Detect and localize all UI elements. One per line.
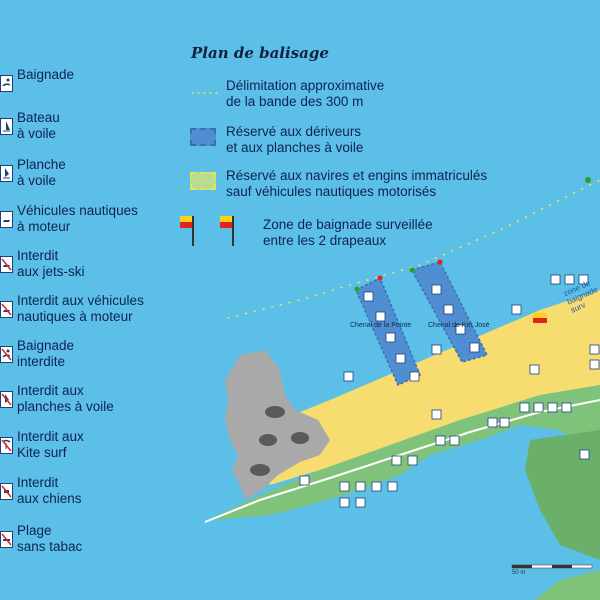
swimmer-icon	[0, 75, 13, 92]
legend-label: Planche à voile	[17, 157, 66, 188]
legend-label: Interdit aux véhicules nautiques à moteu…	[17, 293, 144, 324]
jetski-icon	[0, 211, 13, 228]
no-swimming-icon	[0, 346, 13, 363]
legend-item-no-kitesurf: Interdit aux Kite surf	[0, 429, 175, 469]
vegetation-dark	[525, 430, 600, 560]
sand-beach	[255, 290, 600, 485]
legend-label: Baignade interdite	[17, 338, 75, 369]
legend-title: Plan de balisage	[191, 44, 329, 62]
no-motor-vehicle-icon	[0, 301, 13, 318]
rocks	[250, 406, 309, 476]
legend-label: Interdit aux jets-ski	[17, 248, 85, 279]
legend-registered-vessels: Réservé aux navires et engins immatricul…	[226, 168, 488, 199]
legend-dinghy-zone: Réservé aux dériveurs et aux planches à …	[226, 124, 364, 155]
flag-icon	[220, 216, 234, 246]
legend-item-motor-vehicle: Véhicules nautiques à moteur	[0, 203, 175, 243]
no-smoking-icon	[0, 531, 13, 548]
legend-item-no-windsurf: Interdit aux planches à voile	[0, 383, 175, 423]
flag-icon	[180, 216, 194, 246]
legend-item-no-dogs: Interdit aux chiens	[0, 475, 175, 515]
legend-item-windsurf: Planche à voile	[0, 157, 175, 197]
map-pictograms	[299, 274, 600, 508]
legend-item-swimming: Baignade	[0, 67, 175, 107]
channel-label-1: Chenal de la Pointe	[350, 322, 412, 329]
legend-label: Véhicules nautiques à moteur	[17, 203, 138, 234]
legend-label: Baignade	[17, 67, 75, 82]
legend-label: Interdit aux Kite surf	[17, 429, 84, 460]
map-flag	[533, 313, 547, 323]
legend-item-no-motor-vehicle: Interdit aux véhicules nautiques à moteu…	[0, 293, 175, 333]
legend-item-no-smoking: Plage sans tabac	[0, 523, 175, 563]
buoys	[354, 177, 591, 292]
scale-bar	[511, 564, 593, 569]
band-line-swatch	[192, 92, 218, 94]
legend-label: Interdit aux planches à voile	[17, 383, 114, 414]
no-windsurf-icon	[0, 391, 13, 408]
rocky-point	[225, 350, 330, 500]
no-dogs-icon	[0, 483, 13, 500]
legend-label: Bateau à voile	[17, 110, 60, 141]
legend-label: Plage sans tabac	[17, 523, 83, 554]
legend-supervised-swim: Zone de baignade surveillée entre les 2 …	[263, 217, 433, 248]
legend-item-no-swimming: Baignade interdite	[0, 338, 175, 378]
dinghy-zone-swatch	[190, 128, 216, 146]
legend-band-300m: Délimitation approximative de la bande d…	[226, 78, 385, 109]
sailboat-icon	[0, 118, 13, 135]
300m-band-line	[227, 179, 600, 319]
legend-item-sailboat: Bateau à voile	[0, 110, 175, 150]
scale-label: 50 m	[512, 570, 526, 576]
channel-label-2: Chenal de Ker José	[428, 322, 490, 329]
windsurf-icon	[0, 165, 13, 182]
legend-label: Interdit aux chiens	[17, 475, 82, 506]
no-kitesurf-icon	[0, 437, 13, 454]
legend-item-no-jetski: Interdit aux jets-ski	[0, 248, 175, 288]
registered-vessels-swatch	[190, 172, 216, 190]
no-jetski-icon	[0, 256, 13, 273]
